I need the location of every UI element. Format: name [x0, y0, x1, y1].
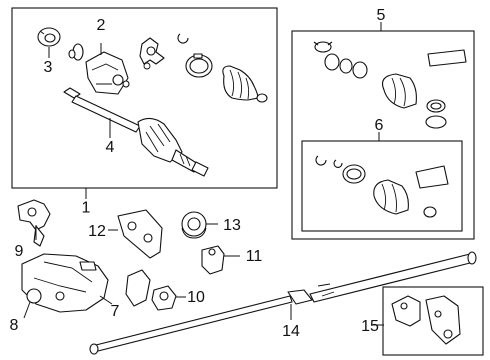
snap-ring-3: [37, 27, 61, 47]
mount-bracket-12: [117, 209, 163, 259]
axle-shaft-4: [63, 87, 209, 177]
boot-clamp: [185, 53, 213, 78]
callout-13: 13: [223, 217, 241, 234]
halfshaft-assembly-box: [11, 7, 278, 189]
boot-kit-clamps-5: [313, 41, 467, 129]
bracket-kit-box: [382, 286, 484, 356]
bushing-13: [181, 211, 207, 239]
callout-3: 3: [44, 59, 53, 76]
inner-joint-2: [68, 43, 130, 95]
callout-1: 1: [82, 199, 91, 216]
callout-4: 4: [106, 139, 115, 156]
callout-14: 14: [282, 323, 300, 340]
bracket-kit-15: [391, 295, 461, 345]
cv-boot: [222, 65, 268, 103]
bushing-10: [151, 285, 177, 311]
callout-7: 7: [111, 303, 120, 320]
mount-bracket-7: [125, 269, 151, 307]
callout-15: 15: [361, 318, 379, 335]
callout-10: 10: [187, 289, 205, 306]
boot-kit-6: [315, 155, 449, 218]
mount-bracket-9: [17, 199, 51, 247]
callout-12: 12: [88, 223, 106, 240]
callout-9: 9: [15, 243, 24, 260]
differential-8: [21, 253, 109, 313]
boot-kit-outer-box: [291, 30, 475, 240]
boot-kit-inner-box: [301, 140, 463, 232]
propeller-shaft-14: [89, 251, 477, 355]
bushing-11: [201, 245, 225, 275]
callout-6: 6: [375, 117, 384, 134]
small-clip: [177, 33, 189, 44]
callout-11: 11: [246, 248, 263, 265]
leader-lines: [23, 22, 384, 326]
tripod-spider: [139, 37, 165, 70]
callout-2: 2: [97, 17, 106, 34]
callout-8: 8: [10, 317, 19, 334]
callout-5: 5: [377, 7, 386, 24]
